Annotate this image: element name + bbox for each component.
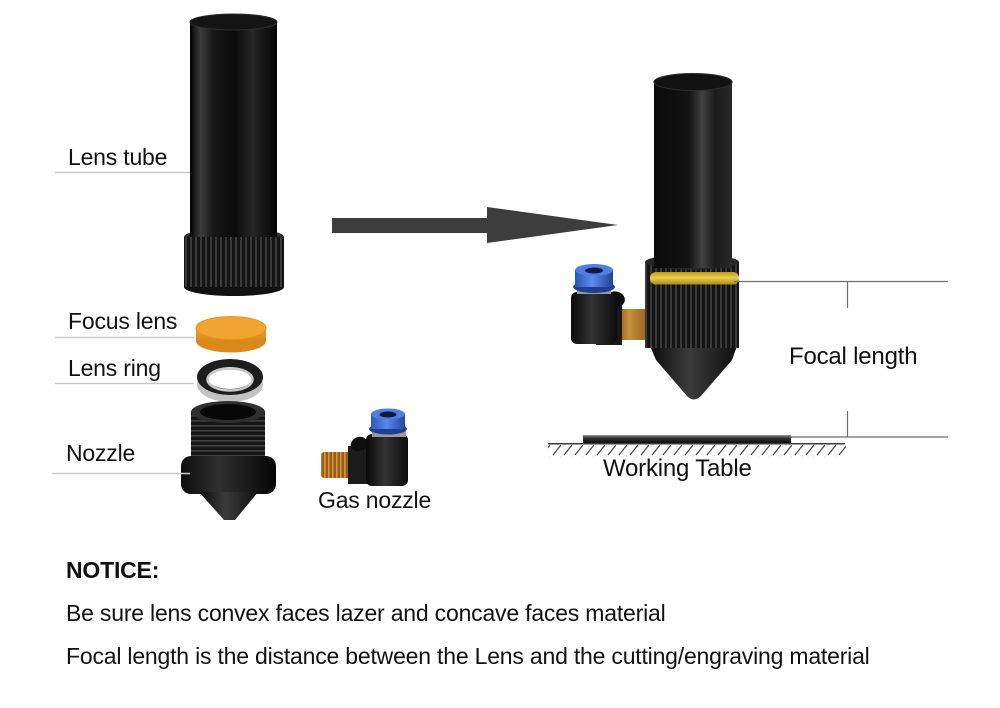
assembled-tube-top: [653, 73, 733, 91]
lens-tube-top: [189, 13, 278, 31]
nozzle-flange: [181, 456, 276, 494]
lens-ring-hole: [207, 367, 253, 389]
lens-ring-label: Lens ring: [68, 355, 161, 381]
table-hatching: [548, 445, 846, 457]
gas-nozzle-elbow-body: [366, 434, 408, 486]
gas-nozzle-nub: [350, 436, 368, 452]
assembled-yellow-band-shading: [650, 272, 739, 285]
assembled-nozzle-cone: [650, 346, 737, 400]
gas-nozzle-graphic: [321, 408, 408, 486]
lens-tube-body: [190, 21, 277, 237]
focal-length-dimension: [734, 280, 948, 438]
lens-ring-inner-wall: [206, 367, 254, 392]
focal-length-label: Focal length: [789, 343, 918, 370]
working-table-label: Working Table: [603, 455, 752, 482]
assembled-head-graphic: [645, 73, 739, 400]
working-table-graphic: [548, 435, 846, 457]
assembled-tube-body: [654, 80, 732, 268]
gas-nozzle-brass-thread: [321, 452, 353, 478]
assembly-arrow-icon: [332, 207, 618, 243]
focus-lens-top: [195, 316, 267, 340]
nozzle-opening: [200, 404, 256, 420]
notice-line-2: Focal length is the distance between the…: [66, 643, 870, 669]
notice-title: NOTICE:: [66, 557, 160, 583]
assembled-blue-hole: [585, 267, 603, 274]
gas-nozzle-label: Gas nozzle: [318, 487, 432, 513]
nozzle-label: Nozzle: [66, 440, 136, 466]
assembled-elbow-body: [571, 292, 617, 344]
nozzle-graphic: [181, 401, 276, 520]
lens-ring-graphic: [197, 359, 263, 402]
focus-lens-graphic: [195, 316, 267, 353]
lens-tube-label: Lens tube: [68, 144, 168, 170]
lens-tube-graphic: [184, 13, 284, 296]
assembled-view: [548, 73, 948, 457]
lens-tube-knurled-ring: [184, 237, 284, 287]
label-leader-lines: [52, 171, 194, 475]
material-bar: [583, 435, 791, 444]
exploded-view: [181, 13, 408, 520]
focus-lens-label: Focus lens: [68, 308, 178, 334]
nozzle-cone: [199, 492, 258, 520]
assembled-gas-nozzle-graphic: [571, 264, 652, 345]
notice-line-1: Be sure lens convex faces lazer and conc…: [66, 600, 666, 626]
gas-nozzle-blue-hole: [379, 411, 397, 418]
